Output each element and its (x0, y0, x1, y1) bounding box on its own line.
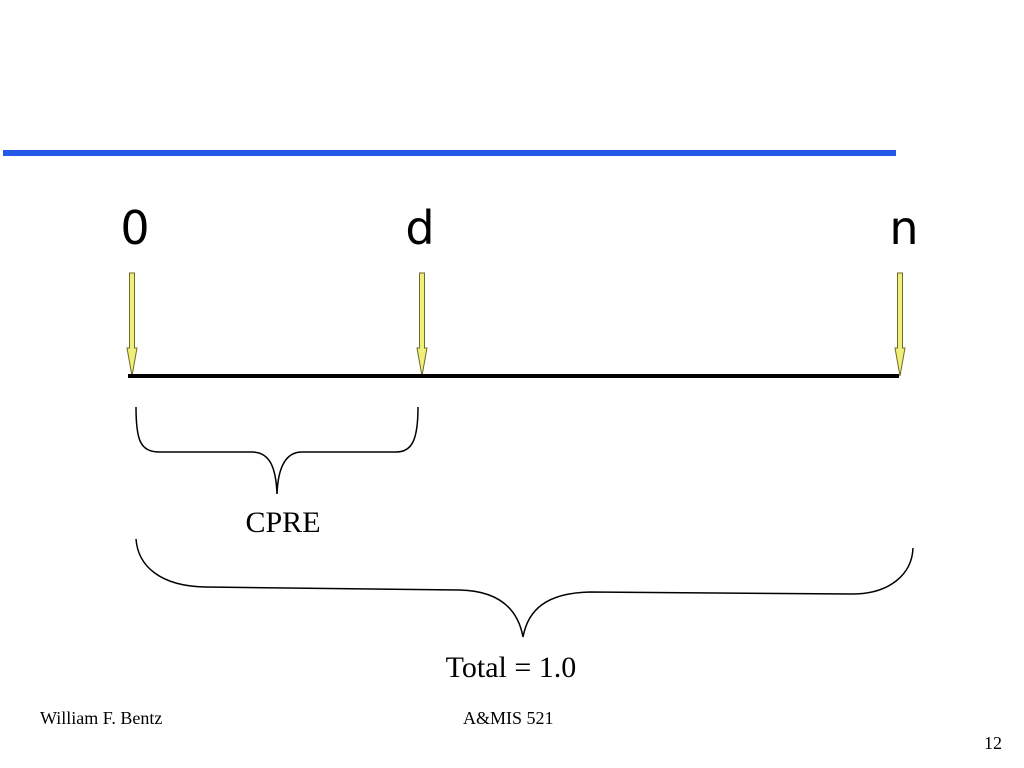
marker-label-0: 0 (120, 201, 149, 255)
total-brace (135, 538, 914, 638)
cpre-label: CPRE (245, 506, 320, 539)
page-number: 12 (984, 733, 1002, 753)
footer-course: A&MIS 521 (463, 708, 554, 728)
arrow-down-icon-d (416, 272, 428, 377)
marker-label-d: d (405, 201, 434, 255)
arrow-down-icon-n (894, 272, 906, 377)
footer-author: William F. Bentz (40, 708, 163, 728)
marker-label-n: n (889, 201, 918, 255)
total-label: Total = 1.0 (446, 651, 577, 684)
arrow-down-icon-0 (126, 272, 138, 377)
cpre-brace (135, 406, 419, 495)
